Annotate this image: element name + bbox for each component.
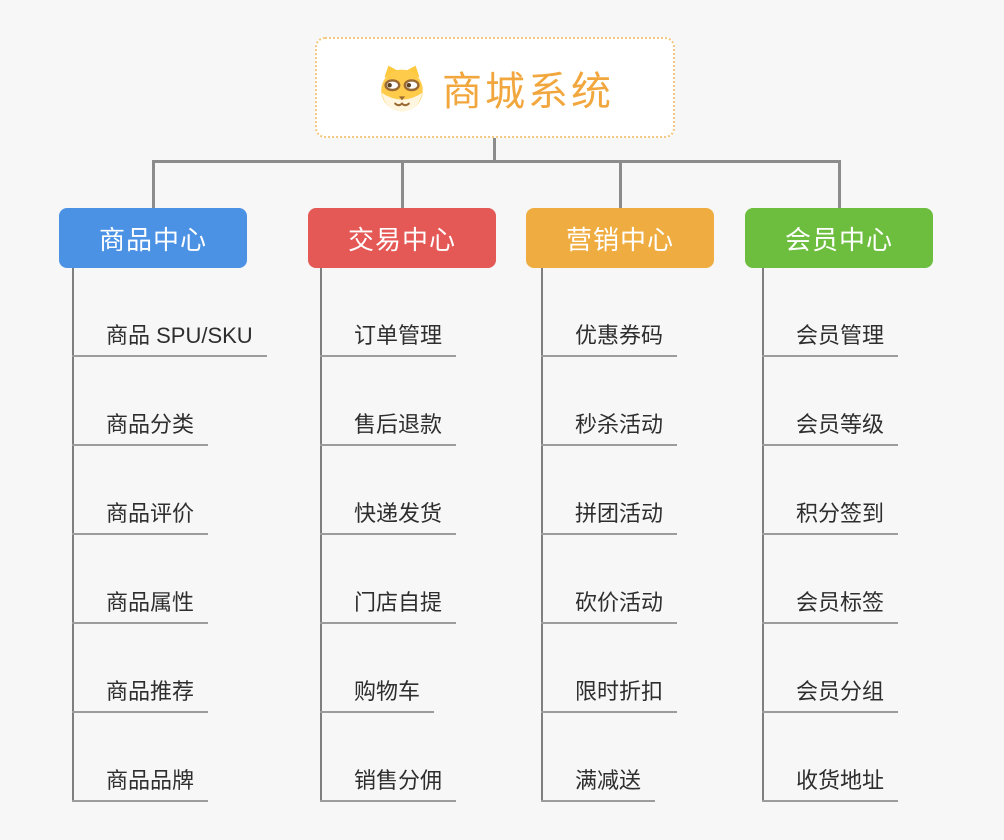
child-node[interactable]: 收货地址	[762, 768, 899, 802]
child-node[interactable]: 会员分组	[762, 679, 899, 713]
branch-spine	[762, 268, 764, 802]
child-node[interactable]: 商品评价	[72, 501, 209, 535]
child-node[interactable]: 订单管理	[320, 323, 457, 357]
child-node[interactable]: 商品品牌	[72, 768, 209, 802]
child-node[interactable]: 满减送	[541, 768, 656, 802]
child-node[interactable]: 拼团活动	[541, 501, 678, 535]
branch-node-member-center[interactable]: 会员中心	[745, 208, 933, 268]
connector-drop	[618, 160, 622, 208]
child-node[interactable]: 会员标签	[762, 590, 899, 624]
connector-drop	[400, 160, 404, 208]
child-node[interactable]: 优惠券码	[541, 323, 678, 357]
connector-bus	[151, 160, 839, 163]
branch-spine	[320, 268, 322, 802]
child-node[interactable]: 快递发货	[320, 501, 457, 535]
child-node[interactable]: 商品推荐	[72, 679, 209, 713]
child-node[interactable]: 会员管理	[762, 323, 899, 357]
child-node[interactable]: 商品属性	[72, 590, 209, 624]
child-node[interactable]: 秒杀活动	[541, 412, 678, 446]
branch-node-marketing-center[interactable]: 营销中心	[526, 208, 714, 268]
child-node[interactable]: 商品 SPU/SKU	[72, 323, 267, 357]
dog-face-icon	[376, 64, 428, 112]
branch-node-product-center[interactable]: 商品中心	[59, 208, 247, 268]
child-node[interactable]: 积分签到	[762, 501, 899, 535]
child-node[interactable]: 砍价活动	[541, 590, 678, 624]
child-node[interactable]: 门店自提	[320, 590, 457, 624]
child-node[interactable]: 销售分佣	[320, 768, 457, 802]
connector-trunk	[493, 138, 496, 163]
child-node[interactable]: 售后退款	[320, 412, 457, 446]
child-node[interactable]: 购物车	[320, 679, 435, 713]
branch-spine	[72, 268, 74, 802]
connector-drop	[151, 160, 155, 208]
root-node[interactable]: 商城系统	[315, 37, 675, 138]
branch-spine	[541, 268, 543, 802]
connector-drop	[837, 160, 841, 208]
child-node[interactable]: 商品分类	[72, 412, 209, 446]
root-node-label: 商城系统	[442, 69, 614, 114]
child-node[interactable]: 限时折扣	[541, 679, 678, 713]
child-node[interactable]: 会员等级	[762, 412, 899, 446]
branch-node-trade-center[interactable]: 交易中心	[308, 208, 496, 268]
